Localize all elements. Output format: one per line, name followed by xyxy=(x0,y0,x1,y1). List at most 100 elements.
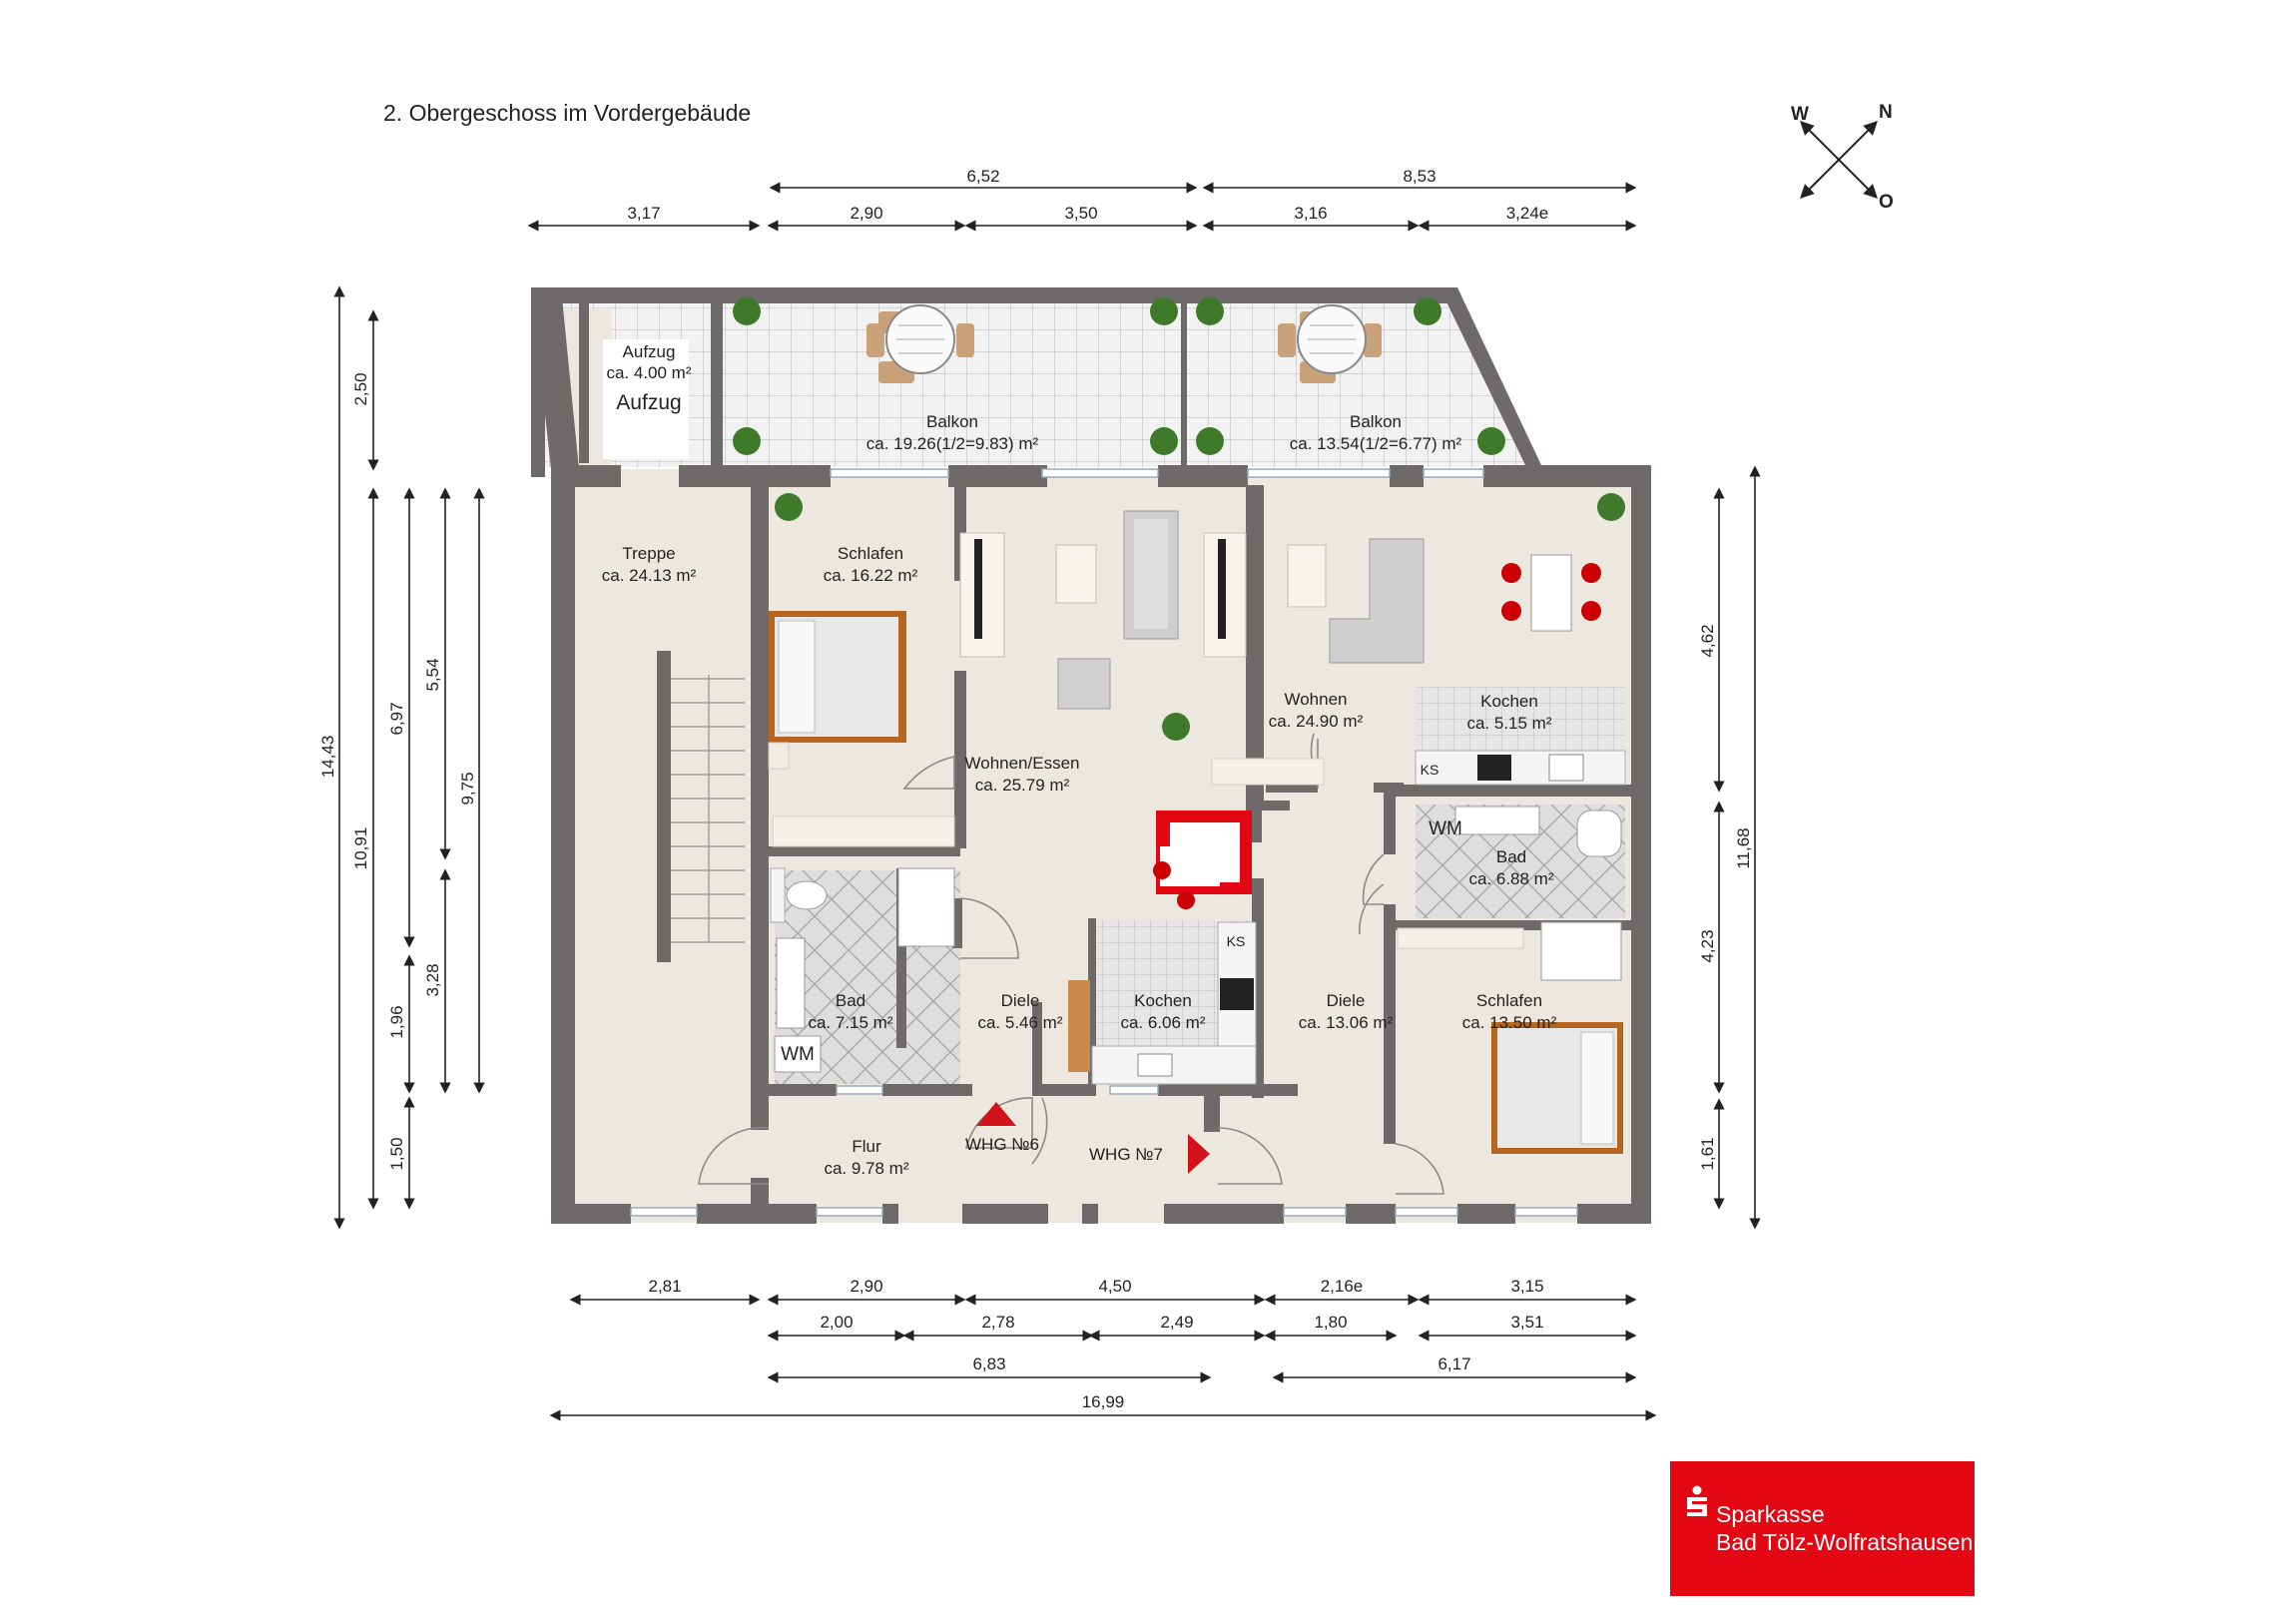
dim-top-652: 6,52 xyxy=(966,167,999,186)
schlafen-1-area: ca. 16.22 m² xyxy=(824,566,918,585)
dim-top-853: 8,53 xyxy=(1403,167,1435,186)
compass-n: N xyxy=(1879,102,1893,123)
compass-w: W xyxy=(1791,104,1809,125)
dimension-labels: 6,52 8,53 3,17 2,90 3,50 3,16 3,24e 2,81… xyxy=(318,167,1753,1411)
wohnen-area: ca. 24.90 m² xyxy=(1269,712,1364,731)
compass-rose: W N O xyxy=(1791,102,1894,213)
compass-o: O xyxy=(1879,192,1894,213)
floor-title: 2. Obergeschoss im Vordergebäude xyxy=(383,100,752,126)
logo-line-2: Bad Tölz-Wolfratshausen xyxy=(1716,1529,1974,1555)
dim-left-1091: 10,91 xyxy=(351,827,370,870)
bad-2-area: ca. 6.88 m² xyxy=(1468,869,1553,888)
dim-bottom-281: 2,81 xyxy=(648,1277,681,1296)
aufzug-name: Aufzug xyxy=(623,342,676,361)
diele-1-area: ca. 5.46 m² xyxy=(977,1013,1062,1032)
bath-2-fixtures xyxy=(1397,806,1622,981)
bad-2-name: Bad xyxy=(1496,847,1526,866)
living-furniture-2 xyxy=(1203,532,1425,786)
door-swings xyxy=(698,733,1444,1195)
dim-bottom-683: 6,83 xyxy=(972,1354,1005,1373)
wm-label-2: WM xyxy=(1429,818,1462,839)
aufzug-area: ca. 4.00 m² xyxy=(606,363,691,382)
whg-6-label: WHG №6 xyxy=(965,1135,1039,1154)
dimension-lines xyxy=(333,182,1761,1421)
wohnen-essen-name: Wohnen/Essen xyxy=(965,754,1080,773)
entrance-arrow-whg6 xyxy=(976,1102,1016,1126)
logo-line-1: Sparkasse xyxy=(1716,1501,1825,1527)
balcony-table-2 xyxy=(1278,304,1382,383)
dim-top-350: 3,50 xyxy=(1064,204,1097,223)
bad-1-name: Bad xyxy=(836,991,865,1010)
dim-bottom-450: 4,50 xyxy=(1098,1277,1131,1296)
flur-name: Flur xyxy=(852,1137,881,1156)
bad-1-area: ca. 7.15 m² xyxy=(808,1013,892,1032)
dim-top-324e: 3,24e xyxy=(1506,204,1549,223)
sparkasse-logo: Sparkasse Bad Tölz-Wolfratshausen xyxy=(1670,1461,1975,1596)
dim-left-554: 5,54 xyxy=(423,658,442,691)
dim-left-1443: 14,43 xyxy=(318,736,337,779)
living-furniture-1 xyxy=(959,510,1179,710)
dim-left-697: 6,97 xyxy=(387,702,406,735)
bed-1 xyxy=(768,611,955,847)
dim-bottom-1699: 16,99 xyxy=(1082,1392,1125,1411)
dim-bottom-249: 2,49 xyxy=(1160,1313,1193,1332)
dim-top-290: 2,90 xyxy=(850,204,882,223)
dim-top-316: 3,16 xyxy=(1294,204,1327,223)
dim-bottom-315: 3,15 xyxy=(1510,1277,1543,1296)
plant-icons xyxy=(733,297,1625,741)
dim-left-328: 3,28 xyxy=(423,963,442,996)
whg-7-label: WHG №7 xyxy=(1089,1145,1163,1164)
bed-2 xyxy=(1491,1022,1623,1154)
balkon-1-area: ca. 19.26(1/2=9.83) m² xyxy=(866,434,1039,453)
kitchen-1 xyxy=(1068,921,1257,1085)
treppe-name: Treppe xyxy=(622,544,675,563)
sparkasse-s-icon xyxy=(1687,1485,1707,1516)
dim-bottom-278: 2,78 xyxy=(981,1313,1014,1332)
balkon-2-area: ca. 13.54(1/2=6.77) m² xyxy=(1290,434,1462,453)
schlafen-1-name: Schlafen xyxy=(838,544,903,563)
entrance-arrow-whg7 xyxy=(1188,1134,1210,1174)
dim-right-1168: 11,68 xyxy=(1734,827,1753,868)
dim-bottom-290: 2,90 xyxy=(850,1277,882,1296)
wohnen-essen-area: ca. 25.79 m² xyxy=(975,776,1070,795)
bath-1-fixtures xyxy=(770,867,955,1073)
wohnen-name: Wohnen xyxy=(1284,690,1347,709)
dim-right-462: 4,62 xyxy=(1698,624,1717,657)
dim-left-150: 1,50 xyxy=(387,1137,406,1170)
diele-1-name: Diele xyxy=(1001,991,1040,1010)
ks-label-2: KS xyxy=(1421,762,1439,778)
dining-table-2 xyxy=(1501,554,1601,632)
kochen-1-name: Kochen xyxy=(1134,991,1192,1010)
aufzug-label: Aufzug xyxy=(616,391,681,414)
dim-bottom-200: 2,00 xyxy=(820,1313,853,1332)
room-labels: Aufzug ca. 4.00 m² Aufzug Balkon ca. 19.… xyxy=(602,342,1557,1178)
diele-2-area: ca. 13.06 m² xyxy=(1299,1013,1394,1032)
balcony-table-1 xyxy=(866,304,974,383)
dining-corner xyxy=(1153,811,1252,909)
balkon-1-name: Balkon xyxy=(926,412,978,431)
ks-label-1: KS xyxy=(1227,933,1246,949)
dim-left-196: 1,96 xyxy=(387,1005,406,1038)
kitchen-2 xyxy=(1415,750,1626,786)
kochen-2-name: Kochen xyxy=(1480,692,1538,711)
dim-bottom-216e: 2,16e xyxy=(1321,1277,1364,1296)
diele-2-name: Diele xyxy=(1327,991,1366,1010)
walls xyxy=(531,287,1651,1224)
dim-left-975: 9,75 xyxy=(458,772,477,805)
schlafen-2-name: Schlafen xyxy=(1476,991,1542,1010)
dim-top-317: 3,17 xyxy=(627,204,660,223)
treppe-area: ca. 24.13 m² xyxy=(602,566,697,585)
schlafen-2-area: ca. 13.50 m² xyxy=(1462,1013,1557,1032)
balkon-2-name: Balkon xyxy=(1350,412,1402,431)
dim-right-423: 4,23 xyxy=(1698,929,1717,962)
dim-bottom-351: 3,51 xyxy=(1510,1313,1543,1332)
dim-bottom-180: 1,80 xyxy=(1314,1313,1347,1332)
kochen-2-area: ca. 5.15 m² xyxy=(1466,714,1551,733)
flur-area: ca. 9.78 m² xyxy=(824,1159,908,1178)
windows xyxy=(630,468,1578,1217)
kochen-1-area: ca. 6.06 m² xyxy=(1120,1013,1205,1032)
dim-left-250: 2,50 xyxy=(351,372,370,405)
dim-bottom-617: 6,17 xyxy=(1437,1354,1470,1373)
staircase xyxy=(657,651,745,962)
